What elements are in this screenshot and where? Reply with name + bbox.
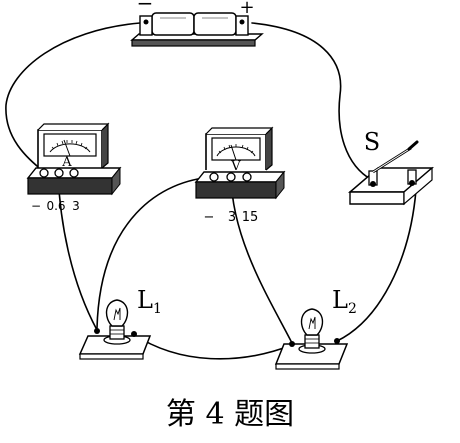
ammeter-terminal-0.6	[54, 168, 64, 178]
switch: S	[347, 128, 435, 206]
lamp-l1-label: L1	[137, 286, 162, 317]
voltmeter-tick-3: 3	[228, 210, 236, 225]
voltmeter-terminal-3	[226, 172, 236, 182]
ammeter-needle	[63, 139, 71, 157]
lamp-l2-terminal-right	[334, 338, 340, 344]
voltmeter-tick-minus: −	[204, 210, 215, 225]
switch-label: S	[364, 128, 380, 156]
ammeter-face-label: A	[61, 155, 72, 170]
lamp-l2-label: L2	[332, 286, 357, 317]
voltmeter-terminal-minus	[209, 172, 219, 182]
voltmeter-tick-15: 15	[242, 210, 259, 225]
figure-caption: 第 4 题图	[166, 397, 294, 432]
wire-battery-to-switch	[251, 22, 373, 181]
lamp-l2: L2	[274, 286, 357, 370]
wire-ammeter-to-lamp1	[57, 173, 98, 331]
ammeter-scale-ticks	[51, 140, 88, 150]
switch-handle	[407, 140, 419, 151]
battery-cell-1	[151, 12, 195, 36]
battery: − +	[130, 0, 264, 47]
wire-voltmeter-to-lamp1	[96, 176, 215, 329]
ammeter: A − 0.6 3	[26, 122, 122, 213]
ammeter-terminal-3	[69, 168, 79, 178]
lamp-l1-terminal-left	[94, 328, 100, 334]
wire-battery-to-ammeter	[5, 22, 141, 173]
voltmeter: V − 3 15	[194, 126, 286, 225]
ammeter-tick-3: 3	[72, 199, 80, 213]
battery-plus-label: +	[239, 0, 254, 18]
lamp-l2-terminal-left	[289, 341, 295, 347]
ammeter-tick-minus: −	[31, 199, 41, 213]
voltmeter-terminal-15	[242, 172, 252, 182]
wire-lamp1-to-lamp2	[132, 333, 293, 360]
voltmeter-terminals	[209, 172, 252, 182]
lamp-l1: L1	[78, 286, 162, 360]
wire-lamp2-to-switch	[336, 189, 417, 342]
battery-minus-label: −	[137, 0, 154, 15]
lamp-l1-terminal-right	[131, 331, 137, 337]
voltmeter-scale-ticks	[218, 144, 254, 154]
ammeter-terminal-minus	[39, 168, 49, 178]
voltmeter-face-label: V	[230, 159, 241, 174]
ammeter-tick-0.6: 0.6	[46, 199, 65, 213]
battery-cell-2	[193, 12, 237, 36]
voltmeter-needle	[230, 144, 237, 161]
ammeter-terminals	[39, 168, 79, 178]
wire-voltmeter-to-lamp2	[230, 175, 293, 344]
